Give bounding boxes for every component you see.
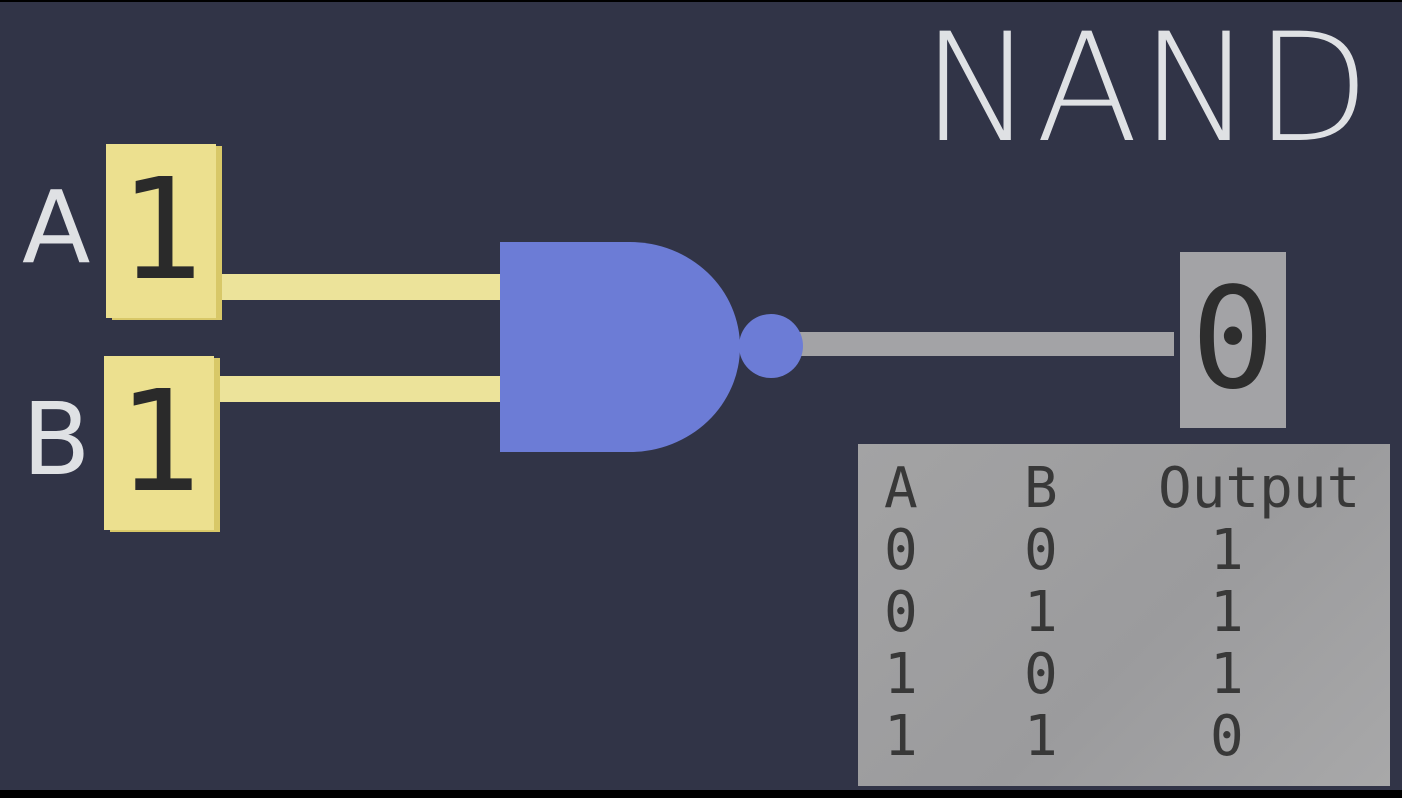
input-b-wire	[216, 376, 502, 402]
cell-a: 0	[884, 580, 918, 645]
input-b-label: B	[22, 381, 91, 498]
input-b-switch[interactable]: 1	[104, 356, 214, 530]
header-a: A	[884, 456, 918, 521]
header-b: B	[1024, 456, 1058, 521]
nand-gate-body	[500, 242, 740, 452]
cell-output: 1	[1210, 518, 1244, 583]
cell-b: 0	[1024, 642, 1058, 707]
cell-a: 0	[884, 518, 918, 583]
output-display: 0	[1180, 252, 1286, 428]
cell-b: 1	[1024, 580, 1058, 645]
cell-output: 1	[1210, 642, 1244, 707]
truth-table: A B Output 0 0 1 0 1 1 1 0 1 1 1	[858, 444, 1390, 786]
table-row: 1 0 1	[858, 644, 1390, 706]
cell-a: 1	[884, 704, 918, 769]
header-output: Output	[1158, 456, 1361, 521]
cell-output: 1	[1210, 580, 1244, 645]
cell-output: 0	[1210, 704, 1244, 769]
cell-a: 1	[884, 642, 918, 707]
inversion-bubble	[739, 314, 803, 378]
cell-b: 0	[1024, 518, 1058, 583]
input-a-wire	[216, 274, 502, 300]
table-row: 0 0 1	[858, 520, 1390, 582]
cell-b: 1	[1024, 704, 1058, 769]
gate-title: NAND	[921, 2, 1372, 176]
output-wire	[790, 332, 1174, 356]
input-a-label: A	[22, 169, 91, 286]
table-row: 1 1 0	[858, 706, 1390, 768]
input-a-switch[interactable]: 1	[106, 144, 216, 318]
table-row: 0 1 1	[858, 582, 1390, 644]
truth-table-header: A B Output	[858, 458, 1390, 520]
